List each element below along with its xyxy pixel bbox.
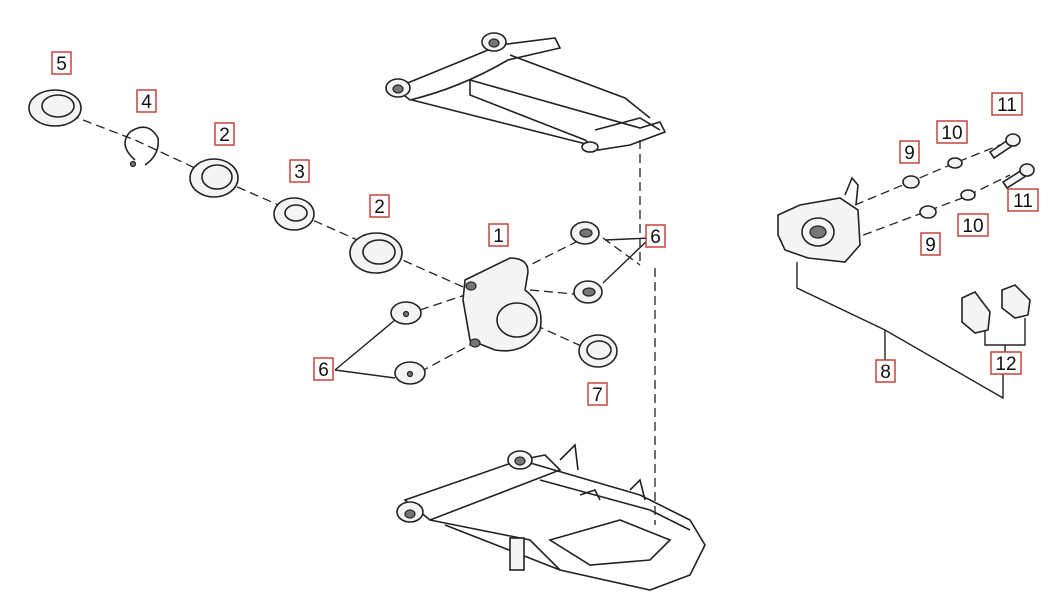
callout-3: 3	[289, 159, 310, 183]
bolt-11-upper	[988, 133, 1021, 160]
leader-lines	[334, 237, 1026, 400]
callout-5: 5	[51, 51, 72, 75]
callout-2a-label: 2	[219, 125, 230, 146]
bushing-6-upper-right	[570, 221, 600, 245]
bearing-2-upper	[189, 158, 239, 198]
knuckle-1	[462, 257, 542, 352]
upper-a-arm	[385, 32, 667, 153]
callout-9b: 9	[920, 232, 941, 256]
bearing-2-lower	[349, 232, 403, 274]
callout-10a-label: 10	[941, 123, 962, 144]
washer-6-lower-left	[394, 361, 426, 385]
callout-6b: 6	[313, 357, 334, 381]
callout-1-label: 1	[493, 226, 504, 247]
washer-9-upper	[902, 175, 920, 189]
callout-2a: 2	[214, 122, 235, 146]
callout-1: 1	[488, 223, 509, 247]
callout-4: 4	[136, 89, 157, 113]
bolt-11-lower	[1001, 163, 1035, 190]
callout-9a: 9	[899, 140, 920, 164]
callout-4-label: 4	[141, 92, 152, 113]
callout-3-label: 3	[294, 162, 305, 183]
callout-11b: 11	[1007, 188, 1039, 212]
callout-2b-label: 2	[374, 197, 385, 218]
callout-8: 8	[875, 359, 896, 383]
spacer-3	[273, 197, 315, 231]
callout-12: 12	[990, 351, 1022, 375]
callout-7-label: 7	[592, 385, 603, 406]
seal-5	[28, 89, 82, 127]
callout-11a: 11	[991, 92, 1023, 116]
callout-12-label: 12	[995, 354, 1016, 375]
callout-11a-label: 11	[997, 95, 1017, 116]
washer-10-lower	[960, 189, 976, 201]
callout-10a: 10	[936, 120, 968, 144]
bushing-6-lower-right	[573, 280, 603, 304]
callout-6a-label: 6	[650, 227, 661, 248]
callout-9a-label: 9	[904, 143, 915, 164]
callout-9b-label: 9	[925, 235, 936, 256]
callout-10b: 10	[957, 213, 989, 237]
seal-7	[578, 334, 618, 368]
brake-caliper-8	[777, 176, 861, 263]
callout-10b-label: 10	[962, 216, 983, 237]
callout-8-label: 8	[880, 362, 891, 383]
washer-6-upper-left	[390, 301, 422, 325]
callout-2b: 2	[369, 194, 390, 218]
snap-ring-4	[124, 126, 160, 168]
washer-9-lower	[919, 205, 937, 219]
brake-pad-12-right	[1001, 284, 1031, 319]
callout-11b-label: 11	[1013, 191, 1033, 212]
callout-6a: 6	[645, 224, 666, 248]
lower-a-arm	[396, 443, 706, 591]
callout-6b-label: 6	[318, 360, 329, 381]
brake-pad-12-left	[961, 291, 991, 334]
callout-5-label: 5	[56, 54, 67, 75]
callout-7: 7	[587, 382, 608, 406]
washer-10-upper	[947, 157, 963, 169]
